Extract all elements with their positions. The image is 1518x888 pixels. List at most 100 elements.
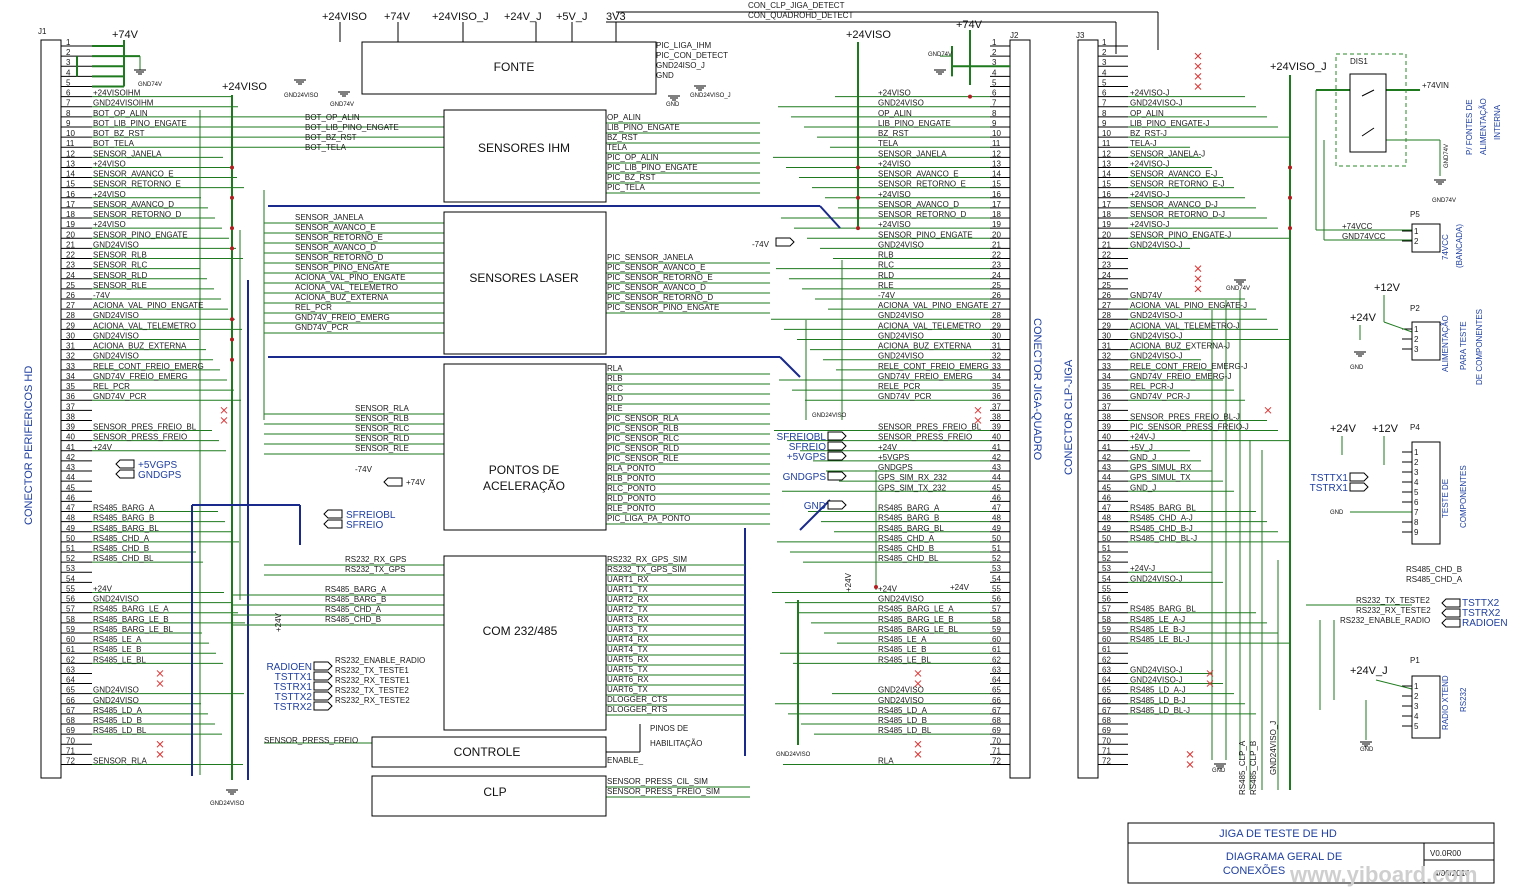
j2-pin-number: 57 <box>992 605 1001 614</box>
j2-pin-number: 5 <box>992 78 997 87</box>
bus-blue <box>799 499 831 531</box>
port-radioen-com-text: RADIOEN <box>266 662 312 673</box>
j2-pin-number: 14 <box>992 170 1001 179</box>
j3-pin-number: 52 <box>1102 554 1111 563</box>
port-radioen-radio <box>1441 618 1461 628</box>
j1-pin-number: 28 <box>66 311 75 320</box>
p2-note-1: ALIMENTAÇÃO <box>1441 315 1450 372</box>
no-connect-mark <box>914 751 922 758</box>
j3-pin-number: 68 <box>1102 716 1111 725</box>
j1-net-label: SENSOR_RETORNO_E <box>93 180 181 189</box>
j2-pin-number: 20 <box>992 230 1001 239</box>
j2-pin-number: 17 <box>992 200 1001 209</box>
power-24v-j2b: +24V <box>950 583 970 592</box>
j1-net-label: RS485_LE_BL <box>93 655 146 664</box>
p1-pin: 3 <box>1414 702 1419 711</box>
power-gnd-fonte: GND <box>666 102 680 108</box>
j1-pin-number: 42 <box>66 453 75 462</box>
p4-net-2: RS485_CHD_A <box>1406 575 1463 584</box>
j3-pin-number: 44 <box>1102 473 1111 482</box>
j2-ref: J2 <box>1010 31 1019 40</box>
title-block-version: V0.0R00 <box>1430 849 1462 858</box>
com-input-label: RS485_BARG_A <box>325 585 387 594</box>
junction-dot <box>1288 165 1292 170</box>
com-input-label: RS485_CHD_A <box>325 605 382 614</box>
j3-pin-number: 69 <box>1102 726 1111 735</box>
fonte-out-2: PIC_CON_DETECT <box>656 51 728 60</box>
header-p2 <box>1411 321 1441 361</box>
j2-net-label: SENSOR_RETORNO_D <box>878 210 967 219</box>
header-p1 <box>1411 675 1441 739</box>
j2-pin-number: 7 <box>992 99 997 108</box>
laser-input-label: ACIONA_BUZ_EXTERNA <box>295 293 389 302</box>
j1-pin-number: 3 <box>66 58 71 67</box>
j2-net-label: RS485_CHD_A <box>878 534 935 543</box>
j3-pin-number: 15 <box>1102 180 1111 189</box>
p2-pin: 2 <box>1414 335 1419 344</box>
laser-output-label: PIC_SENSOR_AVANCO_E <box>607 263 705 272</box>
no-connect-mark <box>1194 73 1202 80</box>
j2-net-label: ACIONA_BUZ_EXTERNA <box>878 342 972 351</box>
junction-dot <box>1288 226 1292 231</box>
bus-blue <box>819 205 841 229</box>
j3-net-label: ACIONA_BUZ_EXTERNA-J <box>1130 342 1230 351</box>
block-controle <box>371 736 607 768</box>
j2-pin-number: 12 <box>992 149 1001 158</box>
power-gnd-p2: GND <box>1350 365 1364 371</box>
j3-net-label: SENSOR_RETORNO_D-J <box>1130 210 1225 219</box>
j2-net-label: RS485_CHD_B <box>878 544 934 553</box>
p5-pin-2: GND74VCC <box>1342 232 1386 241</box>
j3-net-label: PIC_SENSOR_PRESS_FREIO-J <box>1130 423 1249 432</box>
j3-net-label: RS485_LD_BL-J <box>1130 706 1190 715</box>
j1-pin-number: 64 <box>66 676 75 685</box>
j3-pin-number: 11 <box>1102 139 1111 148</box>
j1-net-label: +24VISOIHM <box>93 89 141 98</box>
j3-net-label: SENSOR_PRES_FREIO_BL-J <box>1130 412 1240 421</box>
j3-net-label: GND24VISO-J <box>1130 574 1182 583</box>
block-laser-label: SENSORES LASER <box>469 271 579 285</box>
com-output-label: UART2_RX <box>607 595 649 604</box>
j3-net-label: GND74V <box>1130 291 1163 300</box>
j2-pin-number: 31 <box>992 342 1001 351</box>
junction-dot <box>1288 195 1292 200</box>
ihm-output-label: PIC_BZ_RST <box>607 173 656 182</box>
dis1-switch <box>1361 127 1375 137</box>
p5-pin: 1 <box>1414 227 1419 236</box>
p2-note-3: DE COMPONENTES <box>1475 309 1484 385</box>
j3-net-label: GND24VISO-J <box>1130 676 1182 685</box>
laser-output-label: PIC_SENSOR_RETORNO_E <box>607 273 713 282</box>
j2-pin-number: 47 <box>992 504 1001 513</box>
port-tstrx1-p4 <box>1349 482 1369 492</box>
j2-net-label: GND24VISO <box>878 99 924 108</box>
j2-pin-number: 23 <box>992 261 1001 270</box>
block-clp <box>371 775 607 817</box>
com-output-label: RS232_TX_GPS_SIM <box>607 565 686 574</box>
port-sfreiobl-j2 <box>827 431 847 441</box>
j1-pin-number: 36 <box>66 392 75 401</box>
j2-net-label: +24VISO <box>878 89 911 98</box>
j2-pin-number: 66 <box>992 696 1001 705</box>
j3-pin-number: 53 <box>1102 564 1111 573</box>
j1-pin-number: 45 <box>66 483 75 492</box>
j2-pin-number: 19 <box>992 220 1001 229</box>
power-m74v-pontos: -74V <box>355 465 373 474</box>
j2-pin-number: 52 <box>992 554 1001 563</box>
no-connect-mark <box>914 680 922 687</box>
laser-input-label: ACIONA_VAL_TELEMETRO <box>295 283 398 292</box>
j3-net-label: RS485_LE_A-J <box>1130 615 1185 624</box>
j1-net-label: SENSOR_RLE <box>93 281 147 290</box>
ihm-input-label: BOT_OP_ALIN <box>305 113 360 122</box>
j2-net-label: BZ_RST <box>878 129 909 138</box>
j3-net-label: BZ_RST-J <box>1130 129 1167 138</box>
port-gndgps-j2-text: GNDGPS <box>783 472 827 483</box>
pontos-output-label: RLD <box>607 394 623 403</box>
j3-pin-number: 25 <box>1102 281 1111 290</box>
j1-pin-number: 69 <box>66 726 75 735</box>
j3-pin-number: 2 <box>1102 48 1107 57</box>
j1-pin-number: 5 <box>66 78 71 87</box>
j1-pin-number: 54 <box>66 574 75 583</box>
j1-pin-number: 25 <box>66 281 75 290</box>
j3-pin-number: 26 <box>1102 291 1111 300</box>
title-block-subtitle-2: CONEXÕES <box>1223 864 1285 877</box>
j3-pin-number: 55 <box>1102 584 1111 593</box>
